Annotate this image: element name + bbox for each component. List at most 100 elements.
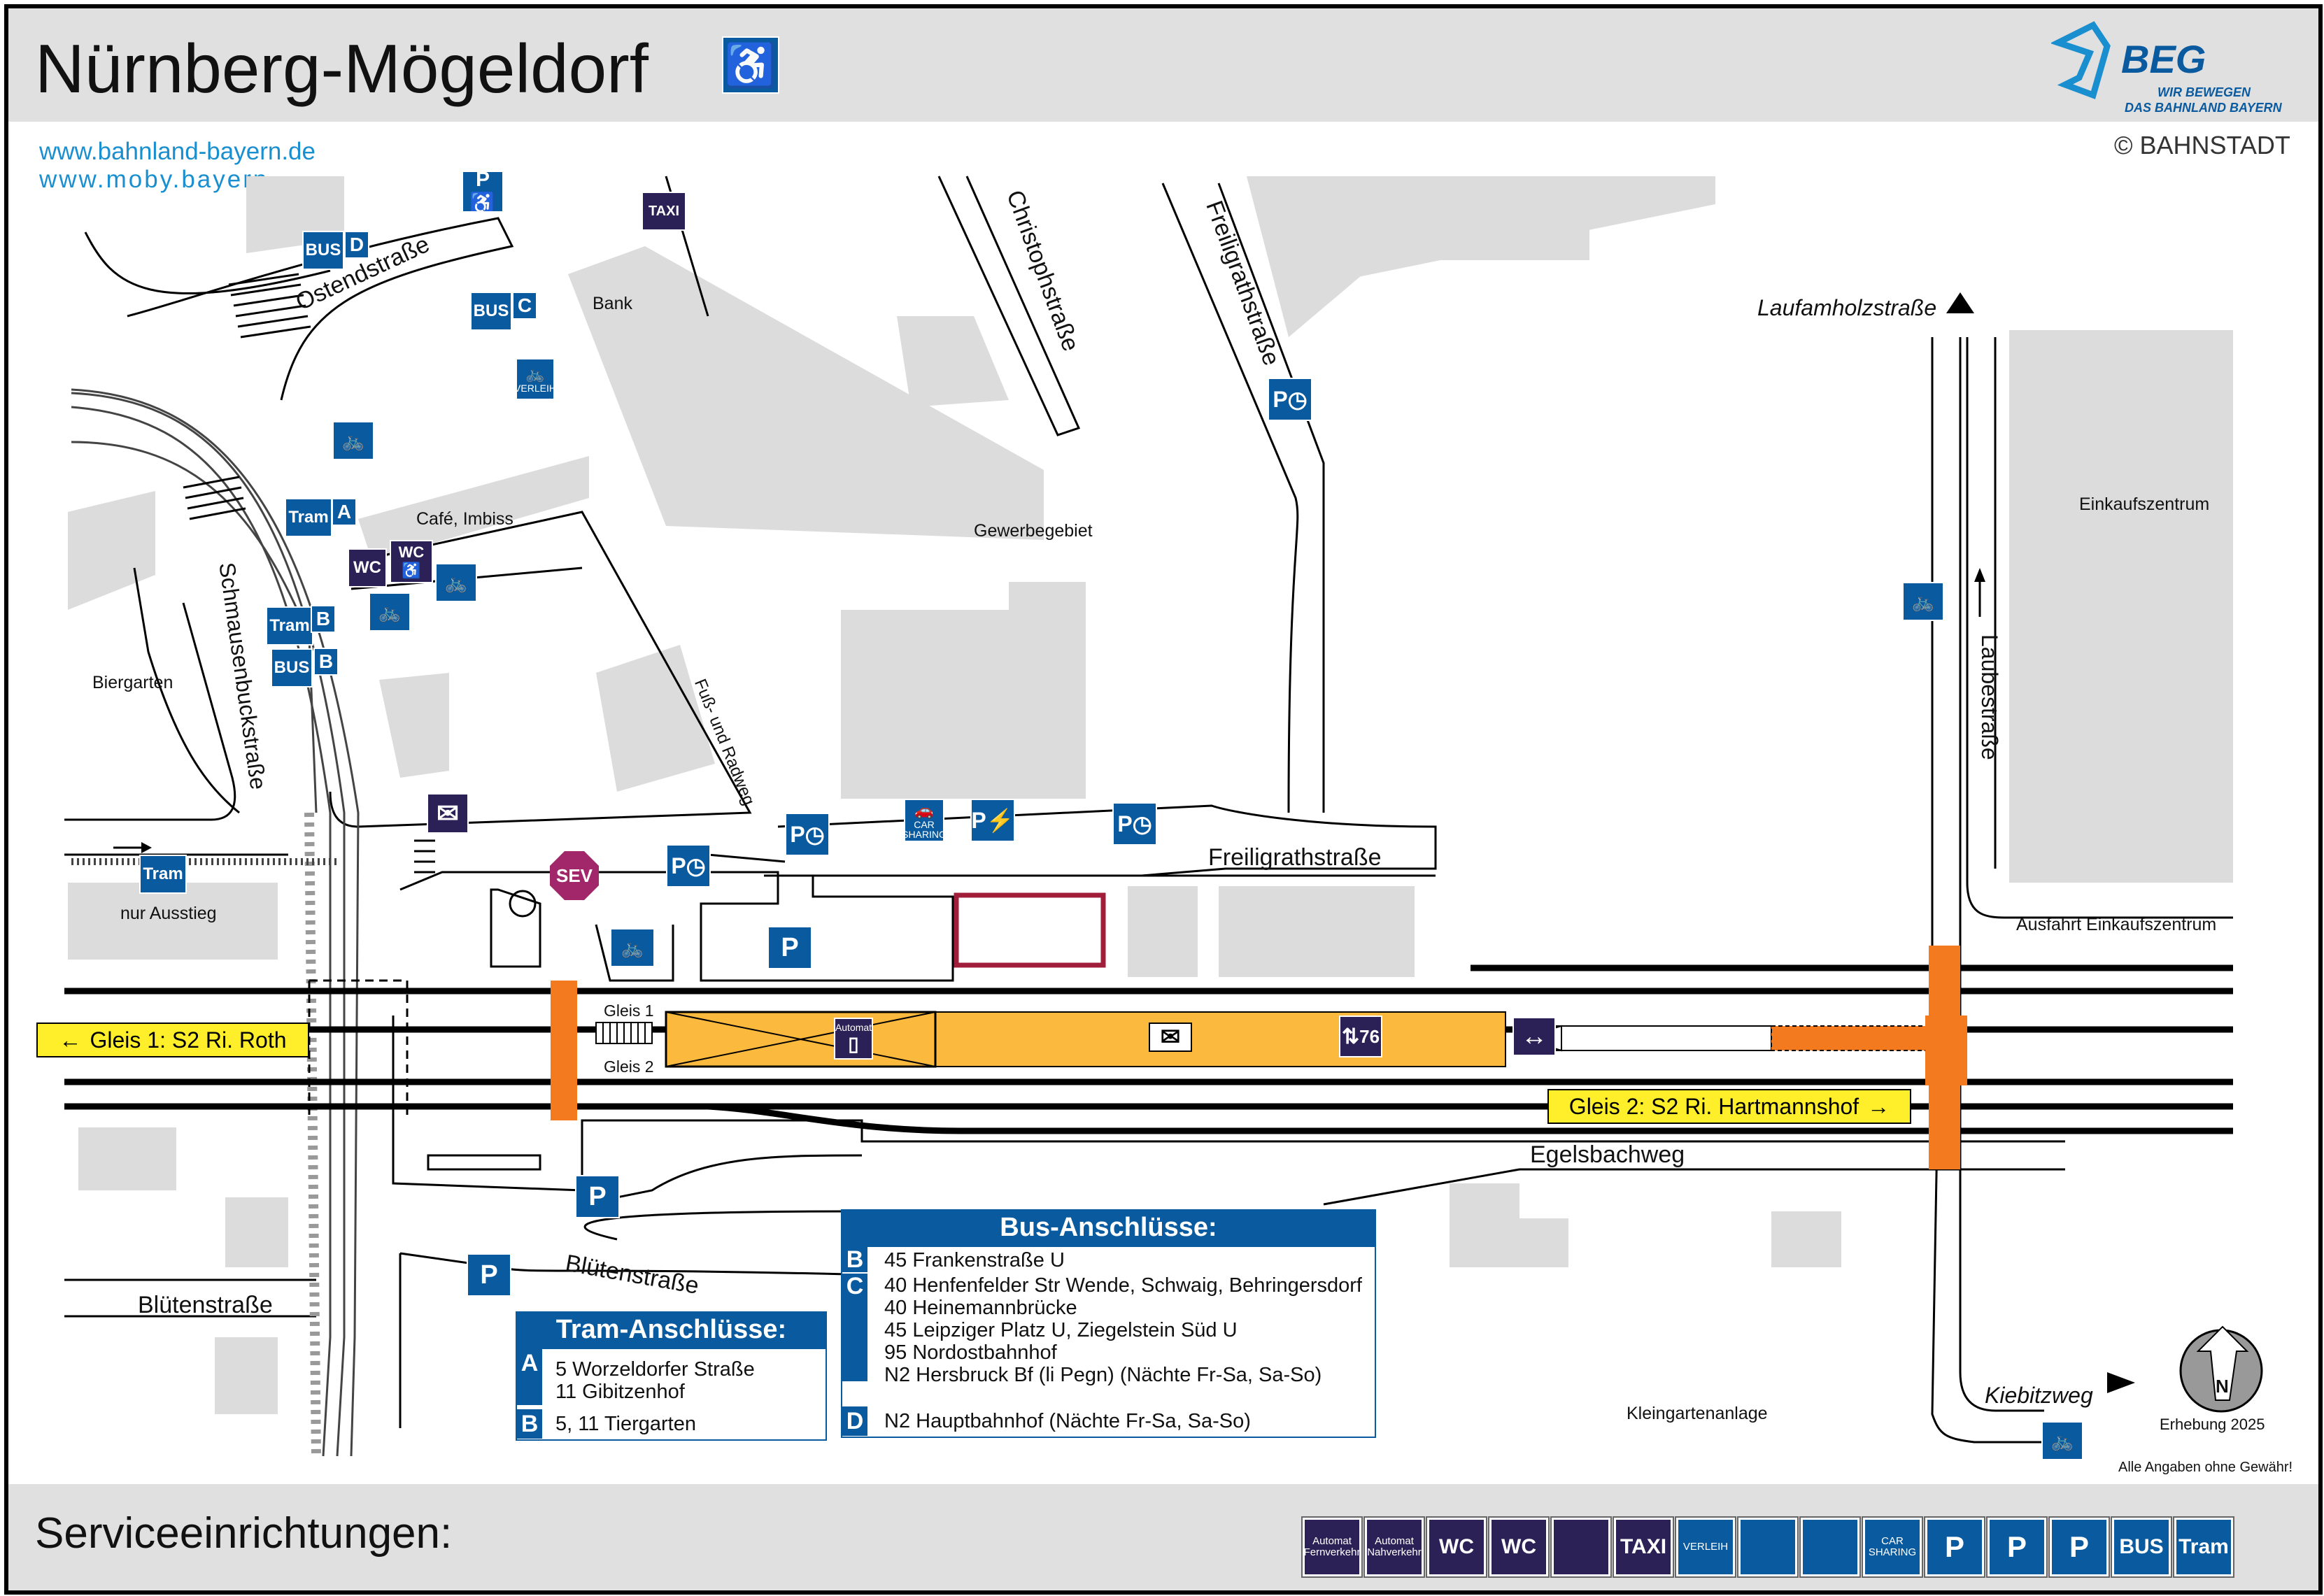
gleis-2-text: Gleis 2: S2 Ri. Hartmannshof [1568, 1093, 1859, 1119]
ev-charging-parking-icon: P [2048, 1516, 2110, 1578]
tram-stop-b-letter: B [311, 605, 336, 633]
short-term-parking-plaza-icon[interactable]: P◷ [666, 844, 711, 888]
north-arrow-icon [2179, 1325, 2263, 1413]
bus-line-c-5: N2 Hersbruck Bf (li Pegn) (Nächte Fr-Sa,… [884, 1364, 1322, 1386]
label-bluetenstrasse-left: Blütenstraße [138, 1292, 273, 1318]
label-cafe-imbiss: Café, Imbiss [416, 509, 513, 529]
tram-stop-a-icon[interactable]: Tram [285, 498, 332, 537]
label-kleingartenanlage: Kleingartenanlage [1627, 1404, 1768, 1423]
pedestrian-access-icon[interactable]: ↔ [1512, 1017, 1556, 1056]
ticket-machine-long-distance-icon-label: Fernverkehr [1303, 1546, 1361, 1558]
bus-icon: BUS [2111, 1516, 2172, 1578]
bus-stop-b-icon[interactable]: BUS [271, 648, 313, 687]
tram-connections-panel: A 5 Worzeldorfer Straße 11 Gibitzenhof B… [516, 1348, 827, 1441]
label-biergarten: Biergarten [92, 673, 173, 692]
ev-charging-parking-icon[interactable]: P⚡ [970, 799, 1015, 842]
map-canvas [64, 176, 2263, 1457]
bike-rental-icon-label: VERLEIH [1682, 1541, 1729, 1553]
bus-line-c-1: 40 Henfenfelder Str Wende, Schwaig, Behr… [884, 1274, 1362, 1297]
tram-badge-a: A [517, 1349, 542, 1377]
label-bank: Bank [593, 294, 632, 313]
label-erhebung: Erhebung 2025 [2160, 1416, 2265, 1433]
parking-south-icon[interactable]: P [575, 1175, 620, 1218]
beg-slogan-2: DAS BAHNLAND BAYERN [2125, 101, 2282, 115]
bus-badge-c: C [842, 1273, 867, 1299]
parking-icon-label: P [1944, 1530, 1964, 1563]
bus-connections-panel: B 45 Frankenstraße U C 40 Henfenfelder S… [841, 1246, 1376, 1438]
wc-icon[interactable]: WC [348, 548, 387, 587]
parking-plaza-icon[interactable]: P [767, 926, 812, 969]
car-sharing-icon-label: SHARING [1868, 1546, 1917, 1558]
tram-stop-b-icon[interactable]: Tram [266, 606, 313, 646]
label-kiebitzweg: Kiebitzweg [1985, 1383, 2093, 1408]
bus-line-b: 45 Frankenstraße U [884, 1249, 1065, 1271]
taxi-icon[interactable]: TAXI [642, 192, 686, 231]
label-gleis-1-small: Gleis 1 [604, 1002, 654, 1020]
access-paths [551, 946, 1967, 1169]
taxi-icon: TAXI [1613, 1516, 1674, 1578]
stairs-platform [595, 1022, 653, 1044]
tram-badge-a-bar [517, 1377, 542, 1405]
tram-badge-b: B [517, 1409, 542, 1439]
taxi-icon-label: TAXI [1620, 1535, 1667, 1558]
bus-stop-c-letter: C [512, 292, 537, 320]
service-title: Serviceeinrichtungen: [35, 1509, 453, 1558]
bike-parking-station-icon[interactable]: 🚲 [610, 928, 655, 967]
bus-stop-d-icon[interactable]: BUS [302, 231, 344, 270]
accessible-wc-icon[interactable]: WC♿ [390, 540, 433, 583]
bike-parking-laufamholz-icon[interactable]: 🚲 [1902, 582, 1944, 621]
car-sharing-icon-top-label: CAR [1881, 1535, 1904, 1548]
short-term-parking-1-icon[interactable]: P◷ [785, 813, 830, 856]
tram-connections-title: Tram-Anschlüsse: [516, 1311, 827, 1348]
header-bar: Nürnberg-Mögeldorf ♿ BEG WIR BEWEGEN DAS… [8, 8, 2318, 122]
wc-icon-label: WC [1501, 1535, 1536, 1558]
bike-rental-icon[interactable]: 🚲VERLEIH [516, 358, 555, 400]
label-gewerbegebiet: Gewerbegebiet [974, 521, 1093, 541]
label-laufamholzstrasse: Laufamholzstraße [1757, 295, 1937, 320]
ticket-machine-platform-icon[interactable]: Automat▯ [834, 1018, 873, 1060]
bus-line-d: N2 Hauptbahnhof (Nächte Fr-Sa, Sa-So) [884, 1410, 1251, 1432]
buildings [68, 176, 2233, 1414]
ticket-machine-regional-icon-label: Nahverkehr [1367, 1546, 1422, 1558]
bus-badge-d: D [842, 1406, 867, 1436]
arrow-right-icon: → [1867, 1093, 1890, 1119]
bike-box-icon [1737, 1516, 1799, 1578]
bike-parking-cafe-icon[interactable]: 🚲 [369, 592, 411, 632]
bike-parking-icon[interactable]: 🚲 [332, 421, 374, 460]
bus-stop-d-letter: D [344, 231, 369, 259]
bike-rental-icon: VERLEIH [1675, 1516, 1736, 1578]
bus-line-c-4: 95 Nordostbahnhof [884, 1341, 1057, 1364]
parking-bluetenstrasse-icon[interactable]: P [467, 1253, 511, 1297]
bus-icon-label: BUS [2119, 1535, 2164, 1558]
station-map: Nürnberg-Mögeldorf ♿ BEG WIR BEWEGEN DAS… [4, 4, 2323, 1595]
link-moby[interactable]: www.moby.bayern [39, 166, 269, 193]
bike-parking-kiebitzweg-icon[interactable]: 🚲 [2041, 1421, 2083, 1460]
label-einkaufszentrum: Einkaufszentrum [2079, 494, 2210, 514]
short-term-parking-2-icon[interactable]: P◷ [1112, 802, 1157, 846]
bus-badge-b: B [842, 1246, 867, 1273]
wc-icon: WC [1488, 1516, 1550, 1578]
wheelchair-icon: ♿ [722, 36, 779, 94]
tram-stop-a-letter: A [332, 498, 357, 526]
accessible-parking-icon[interactable]: P♿ [462, 171, 504, 213]
bus-connections-title: Bus-Anschlüsse: [841, 1209, 1376, 1246]
label-ausfahrt-einkaufszentrum: Ausfahrt Einkaufszentrum [2016, 915, 2217, 934]
mail-icon[interactable]: ✉ [427, 793, 469, 834]
accessible-wc-icon: WC [1426, 1516, 1487, 1578]
bus-stop-b-letter: B [313, 648, 339, 676]
tram-line-b: 5, 11 Tiergarten [555, 1413, 696, 1435]
short-term-parking-freiligrath-icon[interactable]: P◷ [1268, 378, 1312, 421]
tram-line-a-1: 5 Worzeldorfer Straße [555, 1358, 755, 1381]
link-bahnland[interactable]: www.bahnland-bayern.de [39, 138, 316, 165]
elevator-icon[interactable]: ⇅76 [1339, 1016, 1382, 1057]
tram-stop-exit-icon[interactable]: Tram [139, 855, 187, 894]
crosswalks [183, 273, 435, 874]
accessible-wc-icon-label: WC [1439, 1535, 1474, 1558]
underpass [308, 979, 409, 1120]
sev-icon[interactable]: SEV [550, 851, 599, 900]
beg-logo-icon [2051, 21, 2111, 99]
bus-stop-c-icon[interactable]: BUS [470, 292, 512, 331]
bike-box-icon[interactable]: 🚲 [435, 563, 477, 602]
